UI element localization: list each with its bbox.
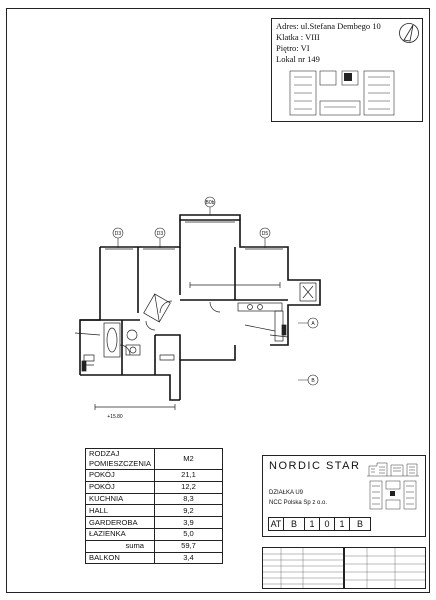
grid-label-b0b: B0b — [206, 200, 215, 206]
room-area: 5,0 — [154, 527, 223, 541]
grid-label-d3b: D3 — [157, 231, 164, 237]
address-box: Adres: ul.Stefana Dembego 10 Klatka : VI… — [271, 18, 423, 122]
sum-label: suma — [84, 539, 156, 553]
room-name: KUCHNIA — [84, 492, 156, 506]
room-name: ŁAZIENKA — [84, 527, 156, 541]
code-cell: B — [349, 517, 371, 531]
grid-label-d3a: D3 — [115, 231, 122, 237]
north-arrow-icon — [399, 23, 419, 43]
grid-label-a: A — [311, 321, 315, 327]
building-key-plan — [289, 70, 395, 116]
table-header-row: RODZAJ POMIESZCZENIA M2 — [84, 448, 223, 470]
level-mark: +15.80 — [107, 414, 123, 420]
unit-number-line: Lokal nr 149 — [276, 54, 320, 64]
header-unit: M2 — [154, 448, 223, 470]
code-cell: AT — [268, 517, 284, 531]
room-area: 8,3 — [154, 492, 223, 506]
grid-label-b: B — [311, 378, 315, 384]
balcony-value: 3,4 — [154, 551, 223, 565]
drawing-frame — [6, 8, 430, 593]
project-title: NORDIC STAR — [269, 460, 361, 472]
floor-line: Piętro: VI — [276, 43, 310, 53]
room-area: 3,9 — [154, 516, 223, 529]
drawing-code: AT B 1 0 1 B — [268, 517, 371, 531]
revision-block — [262, 547, 344, 589]
plot-label: DZIAŁKA U9 — [269, 490, 304, 496]
room-area: 9,2 — [154, 504, 223, 518]
room-area: 21,1 — [154, 469, 223, 482]
code-cell: B — [283, 517, 305, 531]
code-cell: 0 — [319, 517, 335, 531]
building-elevation-thumbnail — [367, 462, 419, 477]
company-name: NCC Polska Sp z o.o. — [269, 500, 328, 506]
stairwell-line: Klatka : VIII — [276, 32, 320, 42]
code-cell: 1 — [334, 517, 350, 531]
room-name: HALL — [84, 504, 156, 518]
room-name: POKÓJ — [84, 480, 156, 494]
header-room-type: RODZAJ POMIESZCZENIA — [84, 448, 156, 470]
code-cell: 1 — [304, 517, 320, 531]
site-plan-thumbnail — [369, 480, 417, 510]
room-area: 12,2 — [154, 480, 223, 494]
floor-plan-drawing: D3 D3 B0b D5 A B +15.80 — [74, 196, 321, 420]
room-name: GARDEROBA — [84, 516, 156, 529]
grid-label-d5: D5 — [262, 231, 269, 237]
balcony-label: BALKON — [84, 551, 156, 565]
address-line: Adres: ul.Stefana Dembego 10 — [276, 21, 381, 31]
title-block: NORDIC STAR DZIAŁKA U9 NCC Polska Sp z o… — [262, 455, 426, 537]
approval-block — [344, 547, 426, 589]
approval-table-lines — [345, 548, 425, 588]
sum-value: 59,7 — [154, 539, 223, 553]
room-name: POKÓJ — [84, 469, 156, 482]
revision-table-lines — [263, 548, 343, 588]
